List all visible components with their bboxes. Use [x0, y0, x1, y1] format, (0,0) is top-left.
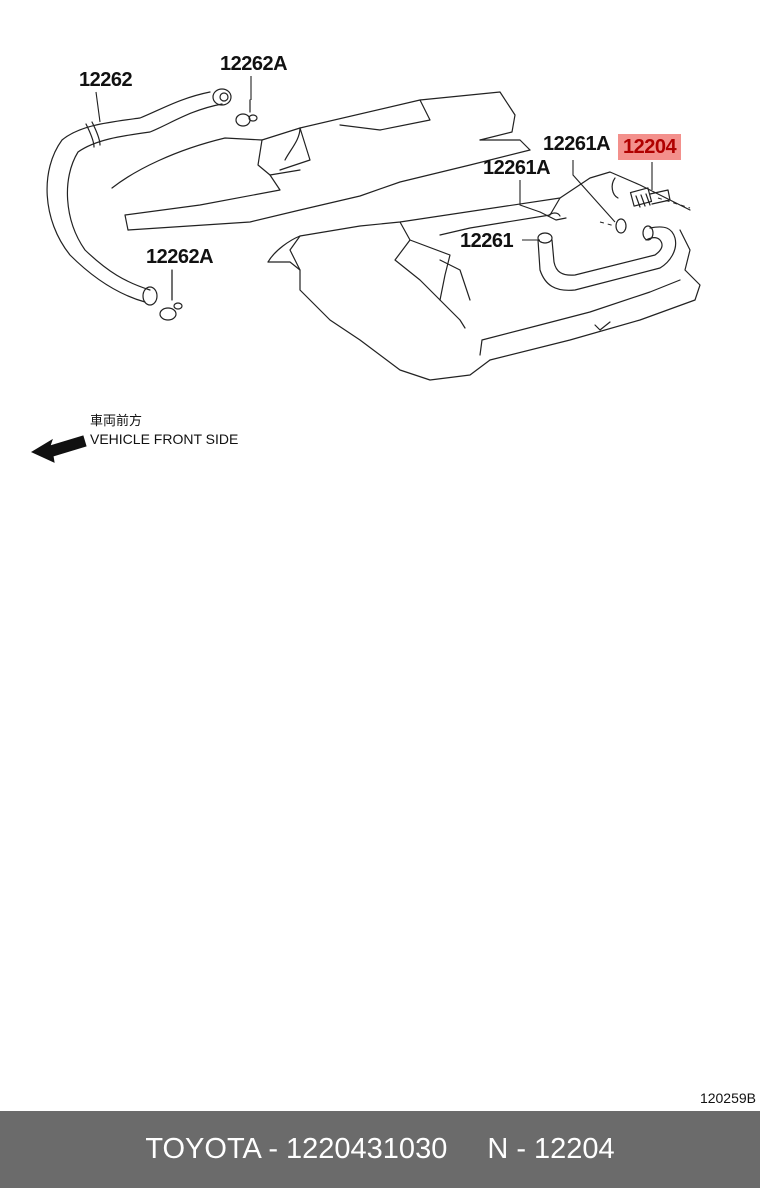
- leader-lines: [95, 76, 653, 300]
- label-12262A-top: 12262A: [220, 53, 288, 75]
- lower-engine-block: [267, 171, 701, 381]
- label-12204-highlighted[interactable]: 12204: [618, 134, 682, 160]
- upper-engine-block: [111, 91, 531, 231]
- vehicle-front-label-english: VEHICLE FRONT SIDE: [90, 431, 239, 447]
- engine-illustration: [30, 76, 701, 463]
- clamps-12261A-drawing: [539, 211, 627, 234]
- pcv-valve-12204-drawing: [629, 187, 671, 208]
- label-12262A-bottom: 12262A: [146, 246, 214, 268]
- footer-bar: TOYOTA - 1220431030 N - 12204: [0, 1111, 760, 1188]
- hose-12261-drawing: [537, 225, 677, 291]
- label-12261A-upper: 12261A: [543, 133, 611, 155]
- label-12261A-lower: 12261A: [483, 157, 551, 179]
- footer-part-number: TOYOTA - 1220431030: [145, 1133, 448, 1165]
- label-12262: 12262: [79, 69, 133, 91]
- footer-reference: N - 12204: [487, 1133, 615, 1165]
- clamps-12262A-drawing: [159, 99, 258, 321]
- parts-diagram: 12262 12262A 12262A 12261A 12261A 12261 …: [30, 53, 701, 463]
- diagram-id: 120259B: [699, 1090, 756, 1106]
- dashed-guides: [599, 197, 691, 227]
- front-direction-arrow-icon: [30, 435, 87, 463]
- label-12261: 12261: [460, 230, 514, 252]
- hose-12262-drawing: [46, 88, 232, 306]
- vehicle-front-label-japanese: 車両前方: [90, 414, 143, 429]
